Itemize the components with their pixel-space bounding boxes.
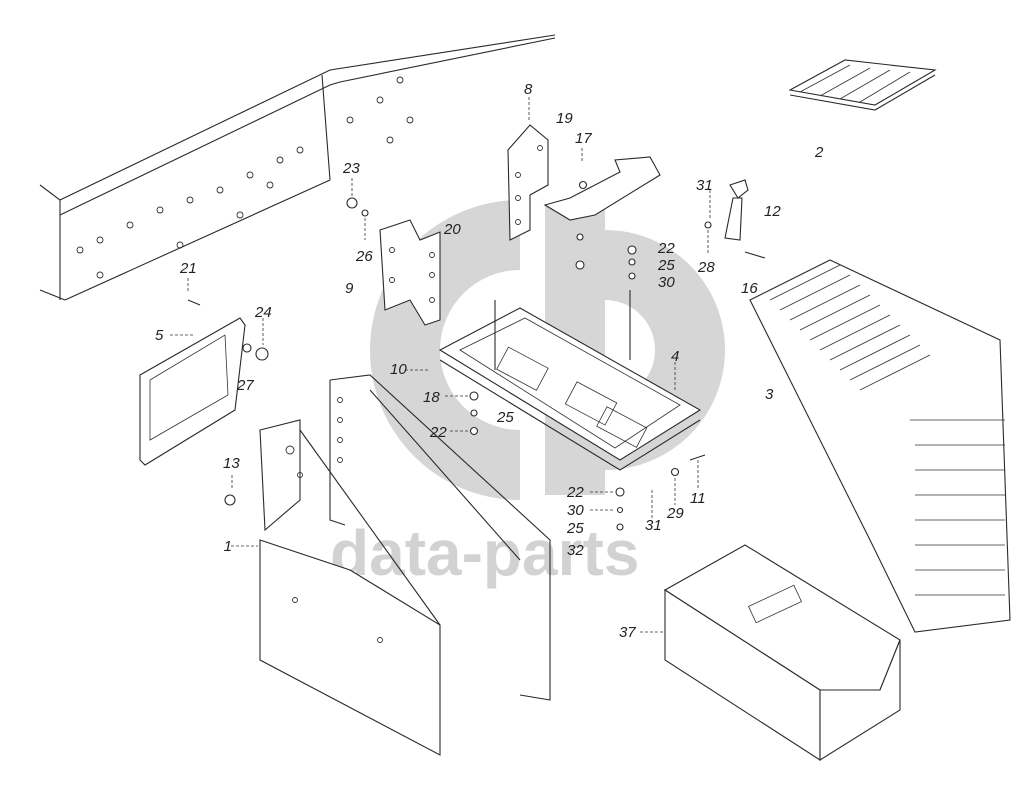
callout-30-lower: 30 — [567, 502, 584, 519]
washer-26 — [361, 209, 369, 217]
callout-9: 9 — [345, 280, 354, 297]
callout-22-lower: 22 — [566, 484, 584, 501]
callout-8: 8 — [524, 81, 533, 98]
callout-26: 26 — [355, 248, 373, 265]
callout-16: 16 — [741, 280, 758, 297]
watermark-text: data-parts — [330, 517, 639, 589]
leader-lines — [170, 97, 711, 633]
plug-13 — [224, 494, 236, 506]
callout-4: 4 — [671, 348, 679, 365]
callout-18: 18 — [423, 389, 440, 406]
callout-25-middle: 25 — [496, 409, 514, 426]
callout-23: 23 — [342, 160, 360, 177]
part-battery-tray — [438, 290, 702, 471]
callout-25-upper: 25 — [657, 257, 675, 274]
part-flat-bracket — [543, 156, 661, 221]
callout-20: 20 — [443, 221, 461, 238]
callout-22-middle: 22 — [429, 424, 447, 441]
callout-25-lower: 25 — [566, 520, 584, 537]
hardware — [187, 180, 766, 531]
callout-31-lower: 31 — [645, 517, 662, 534]
part-support-bracket — [259, 374, 551, 756]
callout-30-upper: 30 — [658, 274, 675, 291]
callout-24: 24 — [254, 304, 272, 321]
part-latch-handle — [724, 179, 749, 241]
callout-13: 13 — [223, 455, 240, 472]
nut-23 — [346, 197, 358, 209]
washer-27 — [242, 343, 252, 353]
callout-27: 27 — [236, 377, 254, 394]
callout-10: 10 — [390, 361, 407, 378]
callout-3: 3 — [765, 386, 774, 403]
frame-rail — [39, 34, 556, 301]
callout-17: 17 — [575, 130, 592, 147]
callout-2: 2 — [814, 144, 824, 161]
callout-1: 1 — [224, 538, 232, 555]
part-battery-box-cover — [749, 259, 1011, 633]
callout-12: 12 — [764, 203, 781, 220]
callout-5: 5 — [155, 327, 164, 344]
part-side-plate — [139, 317, 246, 466]
part-upper-bracket — [507, 124, 549, 241]
part-battery — [663, 544, 901, 762]
callout-32: 32 — [567, 542, 584, 559]
callout-22-upper: 22 — [657, 240, 675, 257]
callout-28: 28 — [697, 259, 715, 276]
part-angled-bracket — [379, 219, 441, 326]
callout-labels: 1 2 3 4 5 8 9 10 11 12 13 16 17 18 19 20… — [155, 81, 824, 641]
callout-21: 21 — [179, 260, 197, 277]
nut-24 — [255, 347, 269, 361]
callout-37: 37 — [619, 624, 636, 641]
part-hold-down-frame — [788, 59, 937, 111]
callout-19: 19 — [556, 110, 573, 127]
callout-31-upper: 31 — [696, 177, 713, 194]
callout-29: 29 — [666, 505, 684, 522]
callout-11: 11 — [690, 490, 706, 507]
